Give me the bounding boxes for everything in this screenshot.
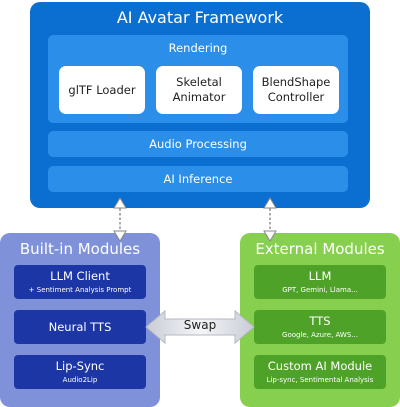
lip-sync-sub: Audio2Lip bbox=[62, 376, 98, 384]
tts-sub: Google, Azure, AWS... bbox=[282, 331, 358, 339]
skeletal-animator-box: Skeletal Animator bbox=[156, 66, 242, 114]
rendering-label: Rendering bbox=[168, 41, 228, 55]
external-modules-title: External Modules bbox=[255, 240, 385, 258]
custom-ai-module: Custom AI Module Lip-sync, Sentimental A… bbox=[254, 355, 386, 389]
ai-inference-band: AI Inference bbox=[48, 166, 348, 192]
llm-client-module: LLM Client + Sentiment Analysis Prompt bbox=[14, 265, 146, 299]
audio-processing-band: Audio Processing bbox=[48, 131, 348, 157]
llm-client-sub: + Sentiment Analysis Prompt bbox=[28, 286, 132, 294]
gltf-loader-box: glTF Loader bbox=[59, 66, 145, 114]
tts-label: TTS bbox=[309, 314, 331, 328]
neural-tts-module: Neural TTS bbox=[14, 310, 146, 344]
llm-label: LLM bbox=[308, 269, 332, 283]
framework-title: AI Avatar Framework bbox=[116, 8, 284, 27]
skeletal-animator-label: Skeletal Animator bbox=[172, 75, 226, 104]
blendshape-controller-label: BlendShape Controller bbox=[261, 75, 331, 104]
llm-module: LLM GPT, Gemini, Llama... bbox=[254, 265, 386, 299]
llm-sub: GPT, Gemini, Llama... bbox=[282, 286, 358, 294]
tts-module: TTS Google, Azure, AWS... bbox=[254, 310, 386, 344]
gltf-loader-label: glTF Loader bbox=[68, 82, 136, 97]
lip-sync-label: Lip-Sync bbox=[55, 359, 105, 373]
swap-label: Swap bbox=[183, 318, 217, 332]
llm-client-label: LLM Client bbox=[50, 269, 110, 283]
blendshape-controller-box: BlendShape Controller bbox=[253, 66, 339, 114]
custom-ai-module-label: Custom AI Module bbox=[267, 359, 373, 373]
ai-inference-label: AI Inference bbox=[163, 172, 233, 186]
audio-processing-label: Audio Processing bbox=[149, 137, 247, 151]
builtin-modules-title: Built-in Modules bbox=[19, 240, 141, 258]
lip-sync-module: Lip-Sync Audio2Lip bbox=[14, 355, 146, 389]
neural-tts-label: Neural TTS bbox=[48, 320, 112, 334]
custom-ai-module-sub: Lip-sync, Sentimental Analysis bbox=[266, 376, 374, 384]
